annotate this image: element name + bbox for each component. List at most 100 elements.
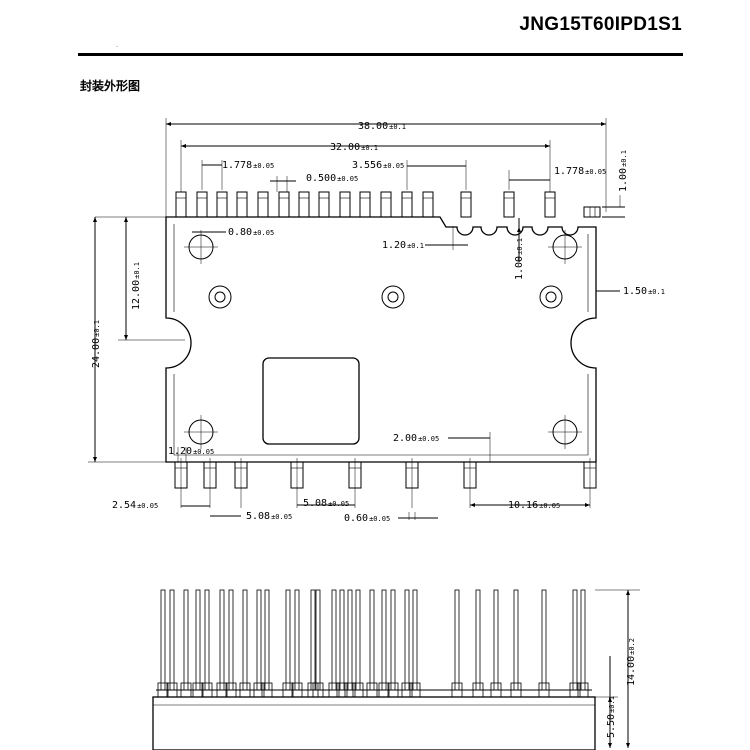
side-view-lead-foot	[538, 682, 550, 698]
dimension-label-pin_bore: 0.80±0.05	[228, 227, 274, 238]
side-view-lead-foot	[401, 682, 413, 698]
dimension-label-bottom_pitch_d: 10.16±0.05	[508, 500, 560, 511]
side-view-lead	[339, 589, 345, 691]
side-view-lead	[183, 589, 189, 691]
side-view-lead-foot	[510, 682, 522, 698]
dimension-value: 0.60±0.05	[344, 513, 390, 524]
dimension-value: 0.500±0.05	[306, 173, 358, 184]
dimension-label-edge_offset: 1.50±0.1	[623, 286, 665, 297]
side-view-lead	[412, 589, 418, 691]
arrowhead	[585, 503, 590, 507]
dimension-tolerance: ±0.1	[133, 262, 141, 279]
dimension-value: 2.54±0.05	[112, 500, 158, 511]
top-pin	[422, 191, 434, 218]
side-view-lead	[160, 589, 166, 691]
side-view-lead	[331, 589, 337, 691]
side-view-lead	[513, 589, 519, 691]
side-view-lead	[294, 589, 300, 691]
arrowhead	[93, 217, 97, 222]
dimension-tolerance: ±0.05	[418, 435, 439, 443]
dimension-value: 10.16±0.05	[508, 500, 560, 511]
arrowhead	[124, 217, 128, 222]
dimension-value: 1.20±0.1	[382, 240, 424, 251]
side-view-lead	[264, 589, 270, 691]
side-view-lead-foot	[409, 682, 421, 698]
dimension-tolerance: ±0.05	[253, 229, 274, 237]
ejector-mark-inner	[545, 291, 557, 303]
dimension-label-pin_span: 32.00±0.1	[330, 142, 378, 153]
dimension-tolerance: ±0.1	[407, 242, 424, 250]
drawing-geometry	[88, 118, 640, 750]
dimension-label-bottom_pin_width: 1.20±0.05	[168, 446, 214, 457]
side-view-lead-foot	[569, 682, 581, 698]
top-pin	[544, 191, 556, 218]
side-view-lead-foot	[261, 682, 273, 698]
package-body-inner-edge	[173, 224, 589, 456]
dimension-tolerance: ±0.1	[361, 144, 378, 152]
dimension-tolerance: ±0.05	[193, 448, 214, 456]
top-pin	[339, 191, 351, 218]
dimension-label-bottom_pin_gap: 2.00±0.05	[393, 433, 439, 444]
side-view-lead-foot	[472, 682, 484, 698]
side-view-lead	[541, 589, 547, 691]
side-view-lead-foot	[344, 682, 356, 698]
dimension-value: 1.778±0.05	[554, 166, 606, 177]
dimension-label-pin_width_top: 0.500±0.05	[306, 173, 358, 184]
dimension-tolerance: ±0.05	[539, 502, 560, 510]
top-pin	[503, 191, 515, 218]
arrowhead	[626, 743, 630, 748]
top-pin	[216, 191, 228, 218]
side-view-lead	[580, 589, 586, 691]
top-pin	[380, 191, 392, 218]
side-view-lead-foot	[312, 682, 324, 698]
dimension-tolerance: ±0.1	[93, 320, 101, 337]
dimension-value: 14.00±0.2	[626, 638, 637, 686]
side-view-lead	[256, 589, 262, 691]
dimension-label-pitch_left_top: 1.778±0.05	[222, 160, 274, 171]
side-view-lead-foot	[201, 682, 213, 698]
dimension-tolerance: ±0.05	[137, 502, 158, 510]
dimension-label-pitch_mid_top: 3.556±0.05	[352, 160, 404, 171]
dimension-label-total_height: 14.00±0.2	[626, 638, 637, 686]
dimension-label-overall_height: 24.00±0.1	[91, 320, 102, 368]
side-view-lead	[355, 589, 361, 691]
side-view-lead-foot	[166, 682, 178, 698]
side-view-lead-foot	[328, 682, 340, 698]
side-view-lead-foot	[216, 682, 228, 698]
dimension-value: 1.00±0.1	[514, 238, 525, 280]
dimension-value: 32.00±0.1	[330, 142, 378, 153]
dimension-value: 5.08±0.05	[303, 498, 349, 509]
dimension-tolerance: ±0.2	[628, 638, 636, 655]
side-view-lead-foot	[352, 682, 364, 698]
ejector-mark	[208, 285, 232, 309]
side-view-lead	[169, 589, 175, 691]
arrowhead	[608, 697, 612, 702]
ejector-mark-inner	[387, 291, 399, 303]
dimension-value: 5.50±0.1	[606, 696, 617, 738]
dimension-tolerance: ±0.1	[620, 150, 628, 167]
side-view-lead	[475, 589, 481, 691]
dimension-tolerance: ±0.05	[337, 175, 358, 183]
side-view-lead	[454, 589, 460, 691]
side-view-lead	[285, 589, 291, 691]
dimension-tolerance: ±0.05	[383, 162, 404, 170]
top-pin	[401, 191, 413, 218]
side-view-lead-foot	[282, 682, 294, 698]
dimension-value: 3.556±0.05	[352, 160, 404, 171]
top-pin	[175, 191, 187, 218]
ejector-mark	[539, 285, 563, 309]
side-view-lead	[195, 589, 201, 691]
dimension-label-overall_width: 38.00±0.1	[358, 121, 406, 132]
side-view-lead	[228, 589, 234, 691]
dimension-tolerance: ±0.05	[585, 168, 606, 176]
side-view-lead	[404, 589, 410, 691]
ejector-mark-inner	[214, 291, 226, 303]
heatsink-pad	[262, 357, 360, 445]
arrowhead	[517, 227, 521, 232]
dimension-label-body_height: 5.50±0.1	[606, 696, 617, 738]
top-pin	[236, 191, 248, 218]
arrowhead	[166, 122, 171, 126]
dimension-value: 24.00±0.1	[91, 320, 102, 368]
top-pin	[278, 191, 290, 218]
